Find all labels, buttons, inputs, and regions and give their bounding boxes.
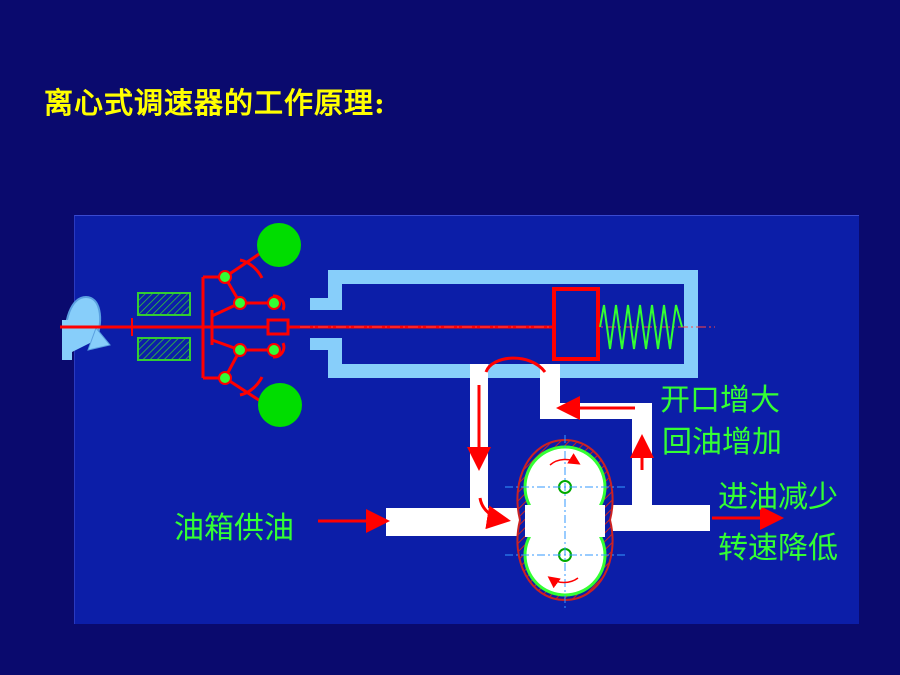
valve-piston	[552, 287, 600, 361]
slide-title: 离心式调速器的工作原理:	[44, 86, 386, 120]
hinge-points	[218, 270, 281, 385]
label-return-oil-increase: 回油增加	[662, 425, 782, 460]
label-inlet-oil-decrease: 进油减少	[718, 480, 838, 515]
label-tank-oil-supply: 油箱供油	[174, 511, 294, 546]
valve-housing	[310, 270, 698, 378]
flow-arrows	[318, 356, 784, 533]
flyweight-upper	[257, 223, 301, 267]
bearing-lower	[137, 337, 191, 361]
return-spring	[599, 304, 683, 350]
flyweight-lower	[258, 383, 302, 427]
label-speed-decrease: 转速降低	[718, 531, 838, 566]
bearing-upper	[137, 292, 191, 316]
gear-pump	[505, 435, 625, 610]
label-opening-increase: 开口增大	[660, 383, 780, 418]
